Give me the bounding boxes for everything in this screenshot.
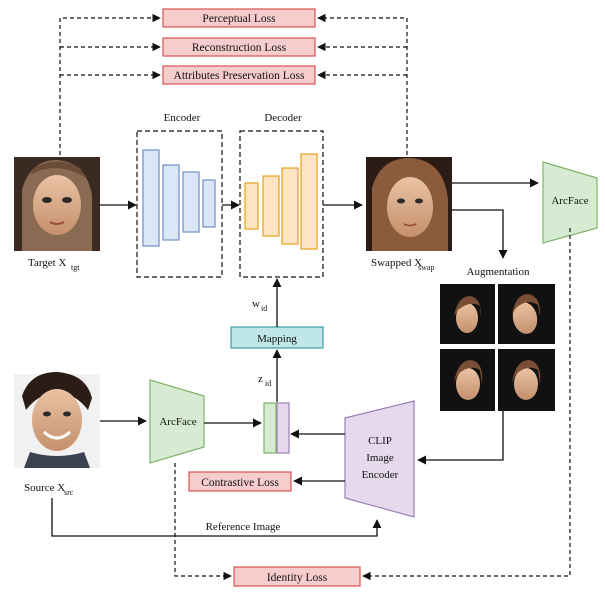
arcface-top-to-identity-arrow bbox=[362, 228, 571, 581]
arcface-to-identity-arrow bbox=[174, 463, 232, 581]
encoder-dashed-frame bbox=[136, 130, 223, 278]
w-id-label: w bbox=[252, 298, 260, 310]
attributes-loss-box: Attributes Preservation Loss bbox=[162, 65, 316, 85]
attributes-loss-label: Attributes Preservation Loss bbox=[174, 70, 305, 82]
reconstruction-loss-label: Reconstruction Loss bbox=[192, 42, 287, 54]
reference-image-arrow bbox=[51, 498, 382, 537]
encoder-label: Encoder bbox=[164, 112, 201, 124]
source-subscript: src bbox=[64, 488, 74, 497]
source-image bbox=[14, 372, 100, 468]
decoder-layer-1 bbox=[244, 182, 259, 230]
encoder-layer-2 bbox=[162, 164, 180, 241]
target-label: Target X bbox=[28, 257, 66, 269]
z-id-subscript: id bbox=[265, 379, 271, 388]
arcface-bottom-block: ArcFace bbox=[149, 379, 205, 464]
z-id-label: z bbox=[258, 373, 263, 385]
identity-loss-label: Identity Loss bbox=[267, 572, 328, 584]
target-to-perceptual-arrow bbox=[59, 13, 161, 155]
w-id-subscript: id bbox=[261, 304, 267, 313]
identity-loss-box bbox=[233, 566, 361, 587]
arcface-top-block: ArcFace bbox=[542, 161, 598, 244]
decoder-label: Decoder bbox=[264, 112, 302, 124]
decoder-dashed-frame bbox=[239, 130, 324, 278]
swapped-subscript: swap bbox=[418, 263, 434, 272]
augmentation-label: Augmentation bbox=[467, 266, 530, 278]
decoder-layer-4 bbox=[300, 153, 318, 250]
clip-label-line3: Encoder bbox=[362, 469, 399, 481]
perceptual-loss-label: Perceptual Loss bbox=[202, 13, 276, 25]
swapped-label: Swapped X bbox=[371, 257, 422, 269]
swapped-image bbox=[366, 157, 452, 251]
contrastive-loss-box bbox=[188, 471, 292, 492]
source-label: Source X bbox=[24, 482, 65, 494]
identity-vector-green bbox=[263, 402, 277, 454]
encoder-layer-3 bbox=[182, 171, 200, 233]
target-image bbox=[14, 157, 100, 251]
swap-to-augmentation-arrow bbox=[452, 209, 508, 259]
reference-image-label: Reference Image bbox=[206, 521, 281, 533]
clip-label-line2: Image bbox=[366, 452, 394, 464]
swap-to-perceptual-arrow bbox=[317, 13, 408, 155]
contrastive-loss-label: Contrastive Loss bbox=[201, 477, 279, 489]
clip-label-line1: CLIP bbox=[368, 435, 392, 447]
reconstruction-loss-box: Reconstruction Loss bbox=[162, 37, 316, 57]
arcface-top-label: ArcFace bbox=[551, 195, 588, 207]
encoder-layer-4 bbox=[202, 179, 216, 228]
clip-encoder-block: CLIP Image Encoder bbox=[344, 400, 415, 518]
target-subscript: tgt bbox=[71, 263, 80, 272]
perceptual-loss-box: Perceptual Loss bbox=[162, 8, 316, 28]
identity-vector-purple bbox=[276, 402, 290, 454]
decoder-layer-2 bbox=[262, 175, 280, 237]
augmentation-to-clip-arrow bbox=[417, 411, 504, 465]
arcface-bottom-label: ArcFace bbox=[159, 416, 196, 428]
augmentation-grid bbox=[440, 284, 555, 411]
mapping-label: Mapping bbox=[257, 333, 297, 345]
decoder-layer-3 bbox=[281, 167, 299, 245]
encoder-layer-1 bbox=[142, 149, 160, 247]
